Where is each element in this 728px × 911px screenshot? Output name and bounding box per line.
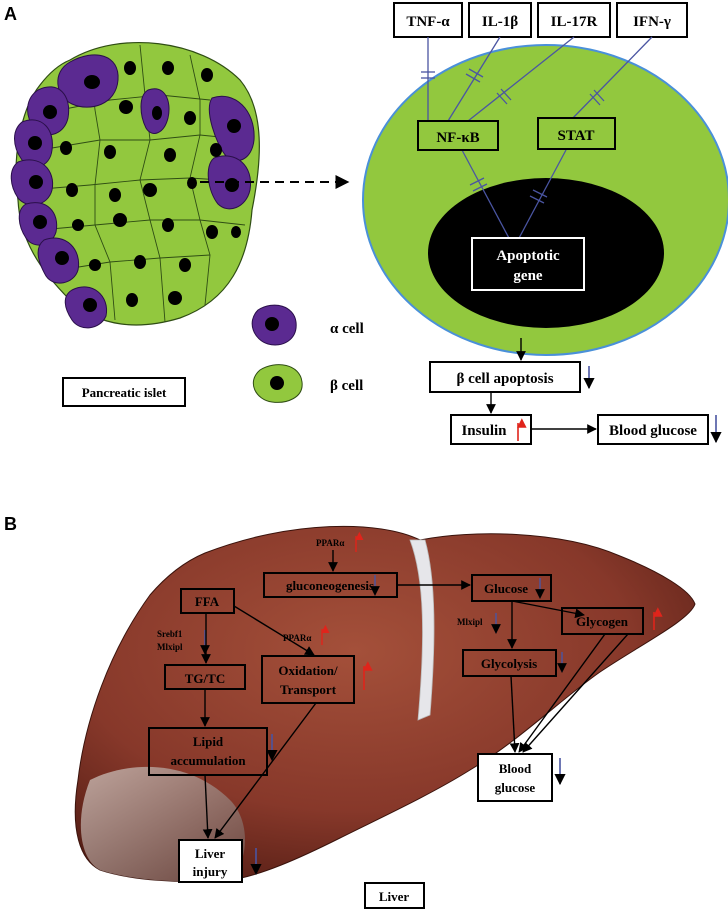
liver-injury-line1: Liver [195, 846, 226, 861]
glycolysis-label: Glycolysis [481, 656, 537, 671]
apoptotic-gene-line2: gene [513, 268, 543, 284]
tgtc-label: TG/TC [185, 671, 225, 686]
cytokine-il17r: IL-17R [551, 14, 598, 30]
gluconeogenesis-label: gluconeogenesis [286, 578, 374, 593]
cytokine-il1b: IL-1β [482, 14, 518, 30]
glycogen-label: Glycogen [576, 614, 629, 629]
srebf1-label: Srebf1 [157, 629, 183, 639]
panel-a-letter: A [4, 4, 17, 24]
panel-b-letter: B [4, 514, 17, 534]
blood-glucose-a: Blood glucose [609, 423, 697, 439]
liver-injury-line2: injury [193, 864, 228, 879]
cytokine-boxes: TNF-α IL-1β IL-17R IFN-γ [393, 2, 688, 38]
lipid-line2: accumulation [170, 753, 246, 768]
mlxipl-left: Mlxipl [157, 642, 183, 652]
inhibition-lines [421, 36, 653, 241]
nfkb-label: NF-κB [436, 130, 479, 146]
pancreatic-islet-label: Pancreatic islet [82, 385, 167, 400]
ppara-top: PPARα [316, 538, 344, 548]
blood-glucose-b-line2: glucose [495, 780, 536, 795]
ppara-mid: PPARα [283, 633, 311, 643]
ffa-label: FFA [195, 594, 220, 609]
mlxipl-right: Mlxipl [457, 617, 483, 627]
apoptotic-gene-line1: Apoptotic [496, 248, 560, 264]
liver-illustration [74, 525, 696, 883]
oxidation-line1: Oxidation/ [278, 663, 338, 678]
legend-beta-cell: β cell [330, 378, 363, 394]
oxidation-line2: Transport [280, 682, 337, 697]
blood-glucose-b-line1: Blood [499, 761, 532, 776]
liver-label: Liver [379, 889, 410, 904]
legend-alpha-cell: α cell [330, 321, 364, 337]
insulin-label: Insulin [461, 423, 507, 439]
pancreatic-islet [10, 42, 260, 329]
cytokine-tnf: TNF-α [406, 14, 450, 30]
glucose-label: Glucose [484, 581, 528, 596]
cytokine-ifng: IFN-γ [633, 14, 671, 30]
lipid-line1: Lipid [193, 734, 224, 749]
stat-label: STAT [558, 128, 595, 144]
beta-cell-apoptosis: β cell apoptosis [456, 371, 553, 387]
